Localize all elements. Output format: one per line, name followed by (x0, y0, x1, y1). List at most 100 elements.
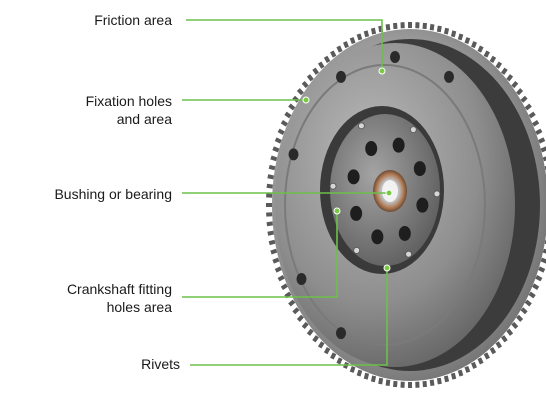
gear-tooth (292, 307, 300, 315)
friction-surface-edge (284, 64, 486, 346)
gear-tooth (336, 45, 343, 53)
gear-tooth (393, 22, 398, 30)
leader-rivets (190, 268, 388, 366)
gear-tooth (528, 111, 536, 119)
label-friction-area: Friction area (94, 12, 172, 28)
gear-tooth (301, 80, 309, 89)
gear-tooth (422, 380, 427, 388)
gear-tooth (301, 321, 309, 330)
gear-tooth (520, 307, 528, 315)
gear-tooth (457, 369, 464, 377)
gear-tooth (450, 372, 457, 380)
dot-crankshaft (333, 207, 341, 215)
gear-tooth (266, 193, 273, 198)
gear-tooth (408, 382, 412, 388)
label-bushing: Bushing or bearing (54, 186, 172, 202)
gear-tooth (436, 377, 442, 385)
gear-tooth (538, 137, 546, 144)
crankshaft-hole (392, 137, 405, 153)
crankshaft-hole (350, 205, 363, 221)
gear-tooth (506, 74, 514, 82)
gear-tooth (330, 50, 337, 58)
rivet (409, 126, 417, 134)
gear-tooth (296, 88, 304, 96)
gear-tooth (370, 375, 377, 383)
gear-tooth (495, 341, 503, 349)
gear-tooth (267, 230, 275, 236)
dot-rivets (383, 264, 391, 272)
gear-tooth (378, 377, 384, 385)
gear-tooth (535, 274, 543, 282)
gear-tooth (343, 41, 349, 49)
crankshaft-hole (413, 161, 426, 177)
gear-tooth (516, 314, 524, 322)
gear-tooth (516, 88, 524, 96)
gear-tooth (471, 41, 477, 49)
fixation-hole (296, 273, 307, 285)
crankshaft-hole (365, 141, 378, 157)
gear-tooth (385, 379, 391, 387)
gear-tooth (511, 80, 519, 89)
rivet (433, 190, 441, 198)
gear-tooth (270, 155, 278, 162)
rivet (405, 250, 412, 258)
gear-tooth (317, 341, 325, 349)
gear-tooth (292, 95, 300, 103)
rivet (358, 122, 365, 130)
leader-crankshaft (182, 211, 338, 298)
gear-tooth (495, 61, 503, 69)
gear-tooth (317, 61, 325, 69)
gear-tooth (422, 22, 427, 30)
gear-tooth (267, 174, 275, 180)
gear-tooth (277, 128, 285, 136)
gear-tooth (443, 27, 450, 35)
gear-tooth (312, 67, 320, 75)
gear-tooth (464, 365, 471, 373)
gear-tooth (349, 37, 356, 45)
gear-tooth (415, 381, 420, 388)
fixation-hole (390, 51, 400, 63)
dot-friction (378, 67, 386, 75)
crankshaft-hole (347, 169, 360, 185)
gear-tooth (277, 274, 285, 282)
gear-tooth (288, 103, 296, 111)
gear-tooth (268, 239, 276, 246)
gear-tooth (274, 137, 282, 144)
gear-tooth (535, 128, 543, 136)
gear-tooth (336, 357, 343, 365)
gear-tooth (370, 27, 377, 35)
gear-tooth (296, 314, 304, 322)
gear-tooth (429, 23, 435, 31)
gear-tooth (268, 164, 276, 171)
crankshaft-hole (371, 229, 384, 245)
gear-tooth (408, 22, 412, 28)
gear-tooth (524, 103, 532, 111)
gear-tooth (464, 37, 471, 45)
gear-tooth (400, 22, 405, 29)
crankshaft-holes (329, 122, 441, 258)
gear-tooth (477, 45, 484, 53)
gear-tooth (500, 67, 508, 75)
gear-tooth (542, 155, 546, 162)
fixation-holes (288, 51, 454, 340)
gear-tooth (429, 379, 435, 387)
gear-tooth (323, 347, 331, 355)
dot-fixation (302, 96, 310, 104)
gear-tooth (450, 30, 457, 38)
gear-tooth (400, 381, 405, 388)
gear-tooth (483, 352, 490, 360)
gear-tooth (415, 22, 420, 29)
gear-tooth (532, 283, 540, 291)
gear-tooth (272, 146, 280, 153)
fixation-hole (336, 327, 346, 340)
gear-tooth (520, 95, 528, 103)
gear-tooth (436, 25, 442, 33)
gear-tooth (272, 257, 280, 264)
gear-tooth (489, 347, 497, 355)
leader-lines (182, 19, 393, 366)
gear-tooth (270, 248, 278, 255)
gear-tooth (532, 119, 540, 127)
gear-tooth (266, 212, 273, 217)
